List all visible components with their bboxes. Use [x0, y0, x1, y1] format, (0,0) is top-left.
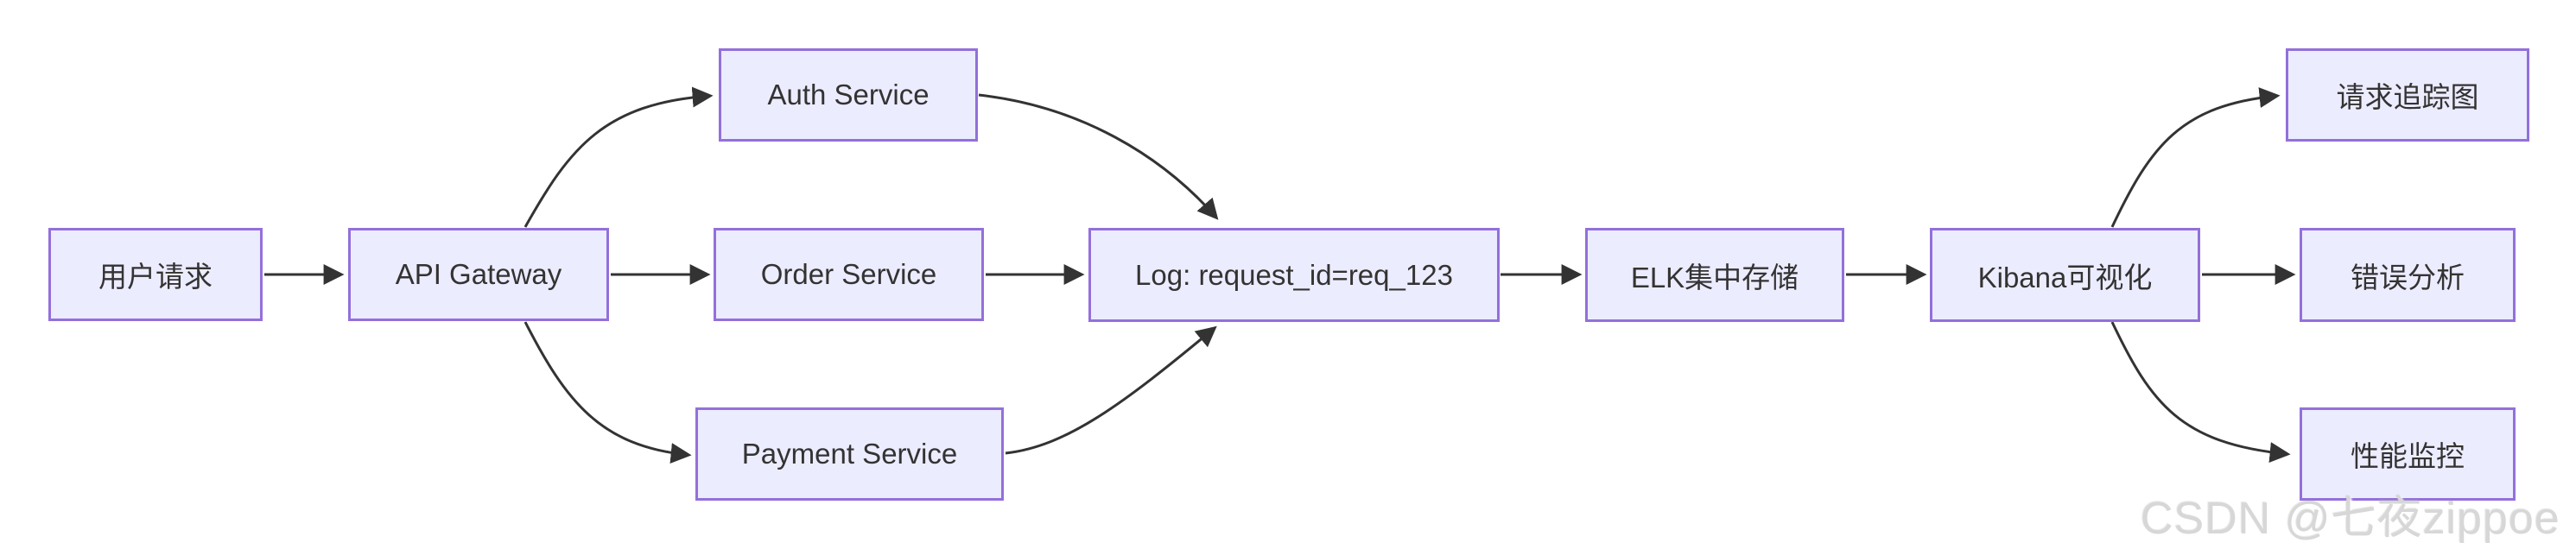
- edge-kibana-to-trace-chart: [2110, 87, 2281, 228]
- node-api-gateway: API Gateway: [348, 228, 609, 321]
- node-auth-service: Auth Service: [719, 48, 978, 142]
- node-elk-storage: ELK集中存储: [1585, 228, 1844, 322]
- node-log: Log: request_id=req_123: [1088, 228, 1500, 322]
- edge-api-gateway-to-auth-service: [523, 86, 714, 228]
- node-user-request: 用户请求: [48, 228, 263, 321]
- watermark: CSDN @七夜zippoe: [2141, 494, 2560, 544]
- node-trace-chart: 请求追踪图: [2286, 48, 2529, 142]
- node-error-analysis: 错误分析: [2300, 228, 2516, 322]
- node-order-service: Order Service: [714, 228, 984, 321]
- edge-kibana-to-perf-monitor: [2110, 321, 2291, 463]
- edge-api-gateway-to-payment-service: [523, 321, 692, 464]
- node-payment-service: Payment Service: [695, 407, 1004, 501]
- node-kibana: Kibana可视化: [1930, 228, 2200, 322]
- node-perf-monitor: 性能监控: [2300, 407, 2516, 501]
- edge-payment-service-to-log: [1005, 325, 1217, 455]
- edge-auth-service-to-log: [978, 93, 1219, 220]
